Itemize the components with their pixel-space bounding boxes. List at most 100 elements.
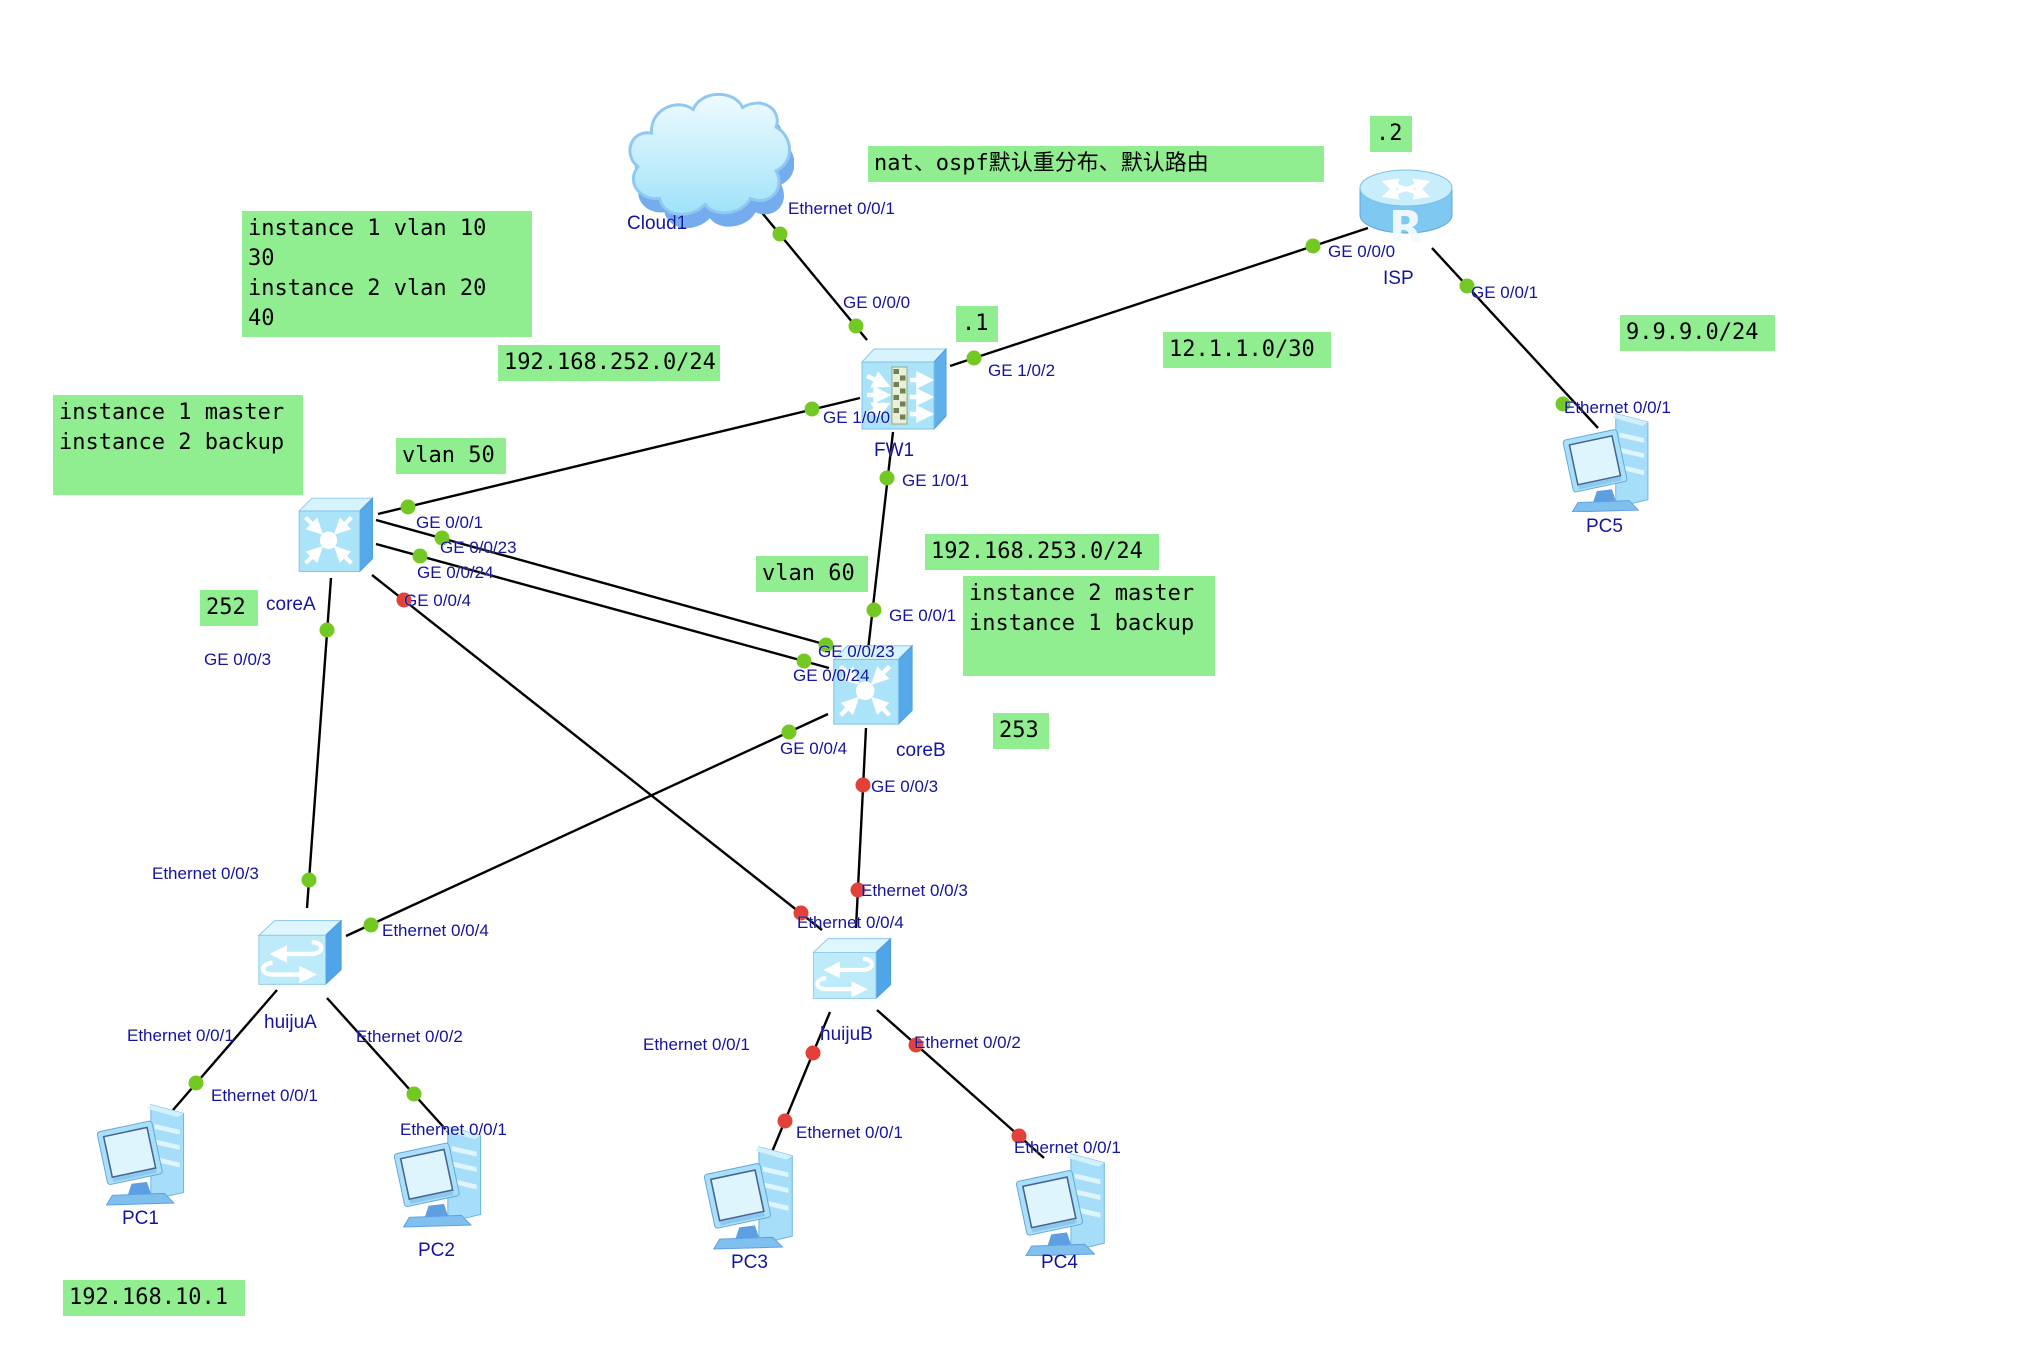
port-label-coreb-ge003: GE 0/0/3 [871,777,939,796]
device-label-pc3: PC3 [731,1252,768,1273]
port-dot-fw1-isp-0 [966,350,982,366]
port-label-isp-ge000: GE 0/0/0 [1328,242,1396,261]
node-pc5[interactable] [1554,406,1668,512]
port-dot-huijub-pc3-1 [777,1113,793,1129]
note-net-9-9-9-0[interactable]: 9.9.9.0/24 [1620,315,1775,351]
node-pc3[interactable] [700,1138,808,1250]
port-dot-cloud1-fw1-1 [848,318,864,334]
node-corea[interactable] [290,486,378,580]
l3-switch-icon [290,486,378,580]
note-nat-ospf[interactable]: nat、ospf默认重分布、默认路由 [868,146,1324,182]
port-dot-cloud1-fw1-0 [772,226,788,242]
link-fw1-coreb[interactable] [865,431,895,660]
note-vlan-60[interactable]: vlan 60 [756,556,868,592]
device-label-huijua: huijuA [264,1012,317,1033]
link-huijua-pc1[interactable] [172,989,278,1111]
device-label-pc4: PC4 [1041,1252,1078,1273]
link-corea-huijub[interactable] [371,574,823,931]
port-label-huijua-eth002: Ethernet 0/0/2 [356,1027,463,1046]
node-huijua[interactable] [251,906,349,1000]
port-label-coreb-ge004: GE 0/0/4 [780,739,848,758]
pc-icon [93,1096,199,1206]
note-instance2-master[interactable]: instance 2 master instance 1 backup [963,576,1215,676]
note-vrid-253[interactable]: 253 [993,713,1049,749]
node-pc1[interactable] [93,1096,199,1206]
l2-switch-icon [251,906,349,1000]
note-ip-dot1[interactable]: .1 [956,306,998,342]
node-huijub[interactable] [806,924,898,1014]
port-dot-corea-huijua-1 [301,872,317,888]
link-coreb-huijua[interactable] [345,712,829,938]
device-label-pc2: PC2 [418,1240,455,1261]
port-label-corea-ge003: GE 0/0/3 [204,650,272,669]
port-label-pc2-eth001: Ethernet 0/0/1 [400,1120,507,1139]
device-label-coreb: coreB [896,740,946,761]
link-isp-pc5[interactable] [1431,247,1599,429]
note-instance-vlans[interactable]: instance 1 vlan 10 30 instance 2 vlan 20… [242,211,532,337]
port-label-huijub-eth001: Ethernet 0/0/1 [643,1035,750,1054]
port-dot-coreb-huijua-1 [363,917,379,933]
port-label-corea-ge001: GE 0/0/1 [416,513,484,532]
port-label-pc4-eth001: Ethernet 0/0/1 [1014,1138,1121,1157]
port-dot-huijub-pc4-1 [1011,1128,1027,1144]
pc-icon [1012,1146,1120,1256]
link-huijua-pc2[interactable] [326,997,449,1133]
port-label-huijub-eth003: Ethernet 0/0/3 [861,881,968,900]
note-vlan-50[interactable]: vlan 50 [396,438,506,474]
port-dot-corea-coreb-23-1 [818,637,834,653]
port-label-cloud1-eth001: Ethernet 0/0/1 [788,199,895,218]
device-label-isp: ISP [1383,268,1414,289]
note-net-192-168-253[interactable]: 192.168.253.0/24 [925,534,1159,570]
port-dot-corea-coreb-23-0 [434,530,450,546]
link-corea-coreb-24[interactable] [375,542,830,670]
port-dot-isp-pc5-1 [1555,396,1571,412]
port-label-coreb-ge0023: GE 0/0/23 [818,642,895,661]
port-label-fw1-ge102: GE 1/0/2 [988,361,1056,380]
port-label-corea-ge004: GE 0/0/4 [404,591,472,610]
port-label-fw1-ge000: GE 0/0/0 [843,293,911,312]
port-dot-corea-huijub-1 [793,905,809,921]
note-net-12-1-1-0[interactable]: 12.1.1.0/30 [1163,332,1331,368]
port-dot-huijub-pc3-0 [805,1045,821,1061]
link-huijub-pc3[interactable] [770,1011,832,1153]
pc-icon [700,1138,808,1250]
pc-icon [1554,406,1668,512]
device-label-pc1: PC1 [122,1208,159,1229]
link-fw1-isp[interactable] [949,226,1369,368]
note-ip-dot2[interactable]: .2 [1370,116,1412,152]
port-dot-corea-huijua-0 [319,622,335,638]
port-label-huijua-eth001: Ethernet 0/0/1 [127,1026,234,1045]
note-vrid-252[interactable]: 252 [200,590,258,626]
port-label-pc5-eth001: Ethernet 0/0/1 [1564,398,1671,417]
link-fw1-corea[interactable] [377,396,861,516]
port-label-pc1-eth001: Ethernet 0/0/1 [211,1086,318,1105]
port-dot-huijua-pc1-0 [188,1075,204,1091]
port-label-coreb-ge001: GE 0/0/1 [889,606,957,625]
port-dot-corea-coreb-24-1 [796,653,812,669]
port-label-coreb-ge0024: GE 0/0/24 [793,666,870,685]
device-label-pc5: PC5 [1586,516,1623,537]
port-label-fw1-ge100: GE 1/0/0 [823,408,891,427]
port-dot-huijub-pc4-0 [908,1037,924,1053]
port-dot-fw1-corea-1 [400,499,416,515]
port-label-fw1-ge101: GE 1/0/1 [902,471,970,490]
device-label-cloud1: Cloud1 [627,213,688,234]
note-net-192-168-252[interactable]: 192.168.252.0/24 [498,345,720,381]
port-dot-coreb-huijub-1 [850,882,866,898]
port-label-isp-ge001: GE 0/0/1 [1471,283,1539,302]
port-dot-coreb-huijub-0 [855,777,871,793]
node-pc4[interactable] [1012,1146,1120,1256]
port-dot-fw1-isp-1 [1305,238,1321,254]
port-dot-huijua-pc2-0 [406,1086,422,1102]
port-label-huijua-eth004: Ethernet 0/0/4 [382,921,489,940]
note-instance1-master[interactable]: instance 1 master instance 2 backup [53,395,303,495]
device-label-huijub: huijuB [820,1024,873,1045]
port-label-corea-ge0024: GE 0/0/24 [417,563,494,582]
link-corea-coreb-23[interactable] [375,518,832,648]
port-dot-isp-pc5-0 [1459,278,1475,294]
port-dot-corea-coreb-24-0 [412,548,428,564]
note-ip-192-168-10-1[interactable]: 192.168.10.1 [63,1280,245,1316]
port-dot-corea-huijub-0 [396,592,412,608]
